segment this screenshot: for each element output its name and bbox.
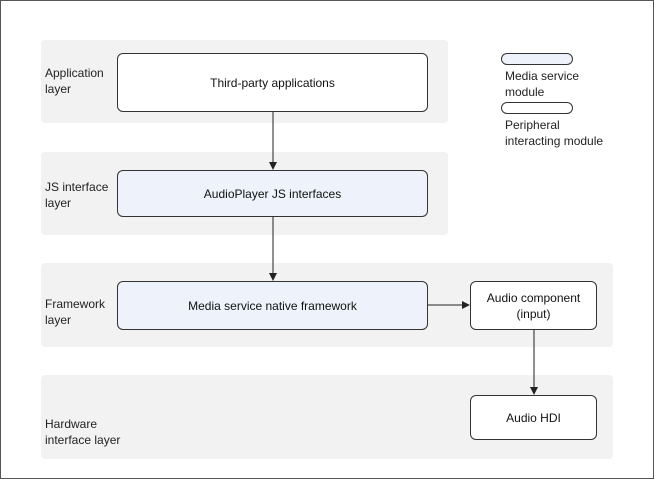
audio-hdi-label: Audio HDI [506, 410, 561, 425]
legend-peripheral-label: Peripheral interacting module [505, 118, 604, 148]
application-layer-label: Application layer [45, 66, 104, 96]
audio-hdi-box: Audio HDI [470, 395, 597, 440]
js-interface-layer-label: JS interface layer [45, 180, 109, 210]
legend-media-service-swatch [501, 53, 573, 65]
legend-peripheral-swatch [501, 102, 573, 114]
legend-media-service-label: Media service module [505, 69, 580, 99]
audioplayer-js-interfaces-box: AudioPlayer JS interfaces [117, 170, 428, 217]
audio-component-label: Audio component (input) [486, 290, 581, 321]
media-service-native-framework-box: Media service native framework [117, 281, 428, 330]
third-party-applications-label: Third-party applications [210, 75, 335, 90]
framework-layer-label: Framework layer [45, 297, 106, 327]
media-service-native-framework-label: Media service native framework [188, 298, 357, 313]
audio-component-box: Audio component (input) [470, 281, 597, 330]
third-party-applications-box: Third-party applications [117, 53, 428, 112]
hardware-interface-layer-label: Hardware interface layer [45, 417, 121, 447]
audioplayer-js-interfaces-label: AudioPlayer JS interfaces [203, 186, 342, 201]
